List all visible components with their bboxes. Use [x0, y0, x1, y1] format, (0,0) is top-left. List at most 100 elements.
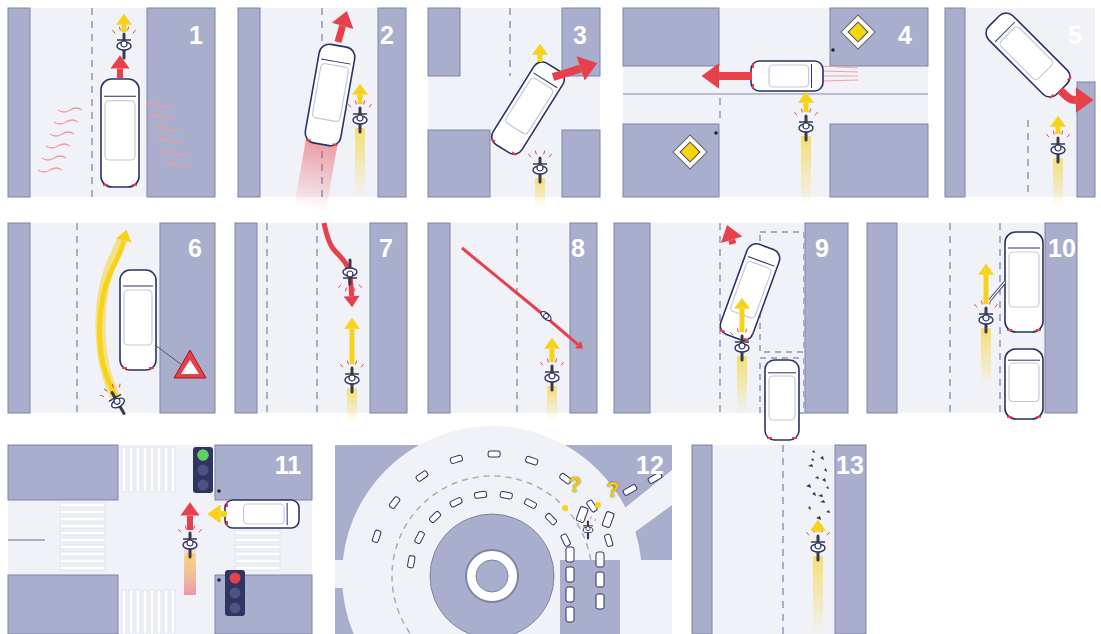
vibration-mark — [150, 115, 174, 119]
lane-line — [516, 223, 518, 413]
motion-line — [822, 71, 858, 72]
motion-arrow — [1056, 127, 1061, 134]
arrow-head — [978, 264, 994, 275]
arrow-head — [1050, 116, 1066, 127]
signal-lamp — [198, 450, 209, 461]
crosswalk-stripe — [136, 447, 140, 492]
alert-ray — [737, 329, 738, 333]
pedestrian — [539, 310, 552, 322]
alert-ray — [128, 27, 129, 31]
motion-arrow — [1060, 90, 1076, 100]
small-car — [415, 470, 428, 482]
tail-light — [720, 329, 725, 333]
alert-ray — [580, 519, 582, 521]
rider-head — [349, 375, 355, 381]
windscreen — [1008, 360, 1040, 361]
alert-ray — [974, 304, 977, 307]
panel-number: 2 — [380, 23, 394, 48]
small-car — [596, 552, 604, 567]
panel-number: 1 — [189, 23, 203, 48]
small-car — [500, 491, 513, 499]
vibration-mark — [42, 156, 66, 160]
car-roof — [1009, 363, 1039, 402]
car — [1005, 349, 1043, 419]
panel-number: 4 — [898, 23, 912, 48]
question-mark: ? — [568, 474, 581, 496]
arrow-head — [344, 296, 360, 307]
alert-ray — [338, 285, 341, 288]
crosswalk-stripe — [60, 538, 105, 542]
signal-lamp — [230, 573, 241, 584]
crosswalk-stripe — [235, 545, 280, 549]
motion-arrow — [719, 72, 752, 80]
panel — [8, 223, 215, 419]
debris — [806, 484, 811, 488]
lane-line — [91, 8, 93, 197]
signal-lamp — [198, 450, 209, 461]
kerb-block — [830, 124, 928, 197]
rider-body — [583, 527, 593, 533]
crosswalk-stripe — [171, 590, 175, 634]
kerb-block — [623, 124, 719, 197]
motion-arrow — [358, 95, 363, 104]
cyclist-trail — [801, 136, 811, 206]
car-body — [225, 500, 299, 528]
motion-arrow — [538, 55, 543, 62]
alert-ray — [356, 361, 357, 365]
crosswalk-stripe — [143, 447, 147, 492]
leader-line — [155, 345, 182, 365]
tail-light — [1007, 416, 1012, 418]
panel — [335, 426, 672, 634]
tail-light — [149, 367, 154, 369]
vibration-mark — [166, 163, 190, 167]
car-body — [718, 241, 783, 343]
alert-ray — [806, 532, 809, 535]
small-car — [604, 534, 613, 547]
arrow-head — [180, 502, 199, 515]
alert-ray — [361, 364, 364, 367]
panel-number: 10 — [1048, 236, 1076, 261]
cyclist — [528, 151, 551, 208]
kerb-block — [8, 8, 30, 197]
road — [623, 8, 928, 197]
small-car — [576, 506, 589, 523]
alert-ray — [556, 359, 557, 363]
debris — [820, 500, 825, 503]
windscreen — [811, 64, 812, 88]
lane-line — [76, 223, 78, 413]
crosswalk-stripe — [164, 447, 168, 492]
crosswalk-stripe — [129, 590, 133, 634]
crosswalk-stripe — [150, 590, 154, 634]
motion-arrow — [338, 26, 343, 42]
alert-ray — [369, 104, 372, 107]
warning-triangle — [174, 350, 206, 378]
kerb-block — [830, 8, 928, 66]
car-body — [765, 360, 799, 440]
panel — [8, 445, 312, 634]
windscreen — [768, 372, 796, 373]
kerb-block — [378, 8, 406, 197]
pedestrian-head — [544, 314, 549, 319]
arrow-head — [721, 225, 742, 243]
tail-light — [792, 437, 797, 439]
car-roof — [998, 25, 1054, 81]
arrow-head — [532, 44, 548, 55]
small-car — [389, 496, 401, 509]
crosswalk-stripe — [157, 590, 161, 634]
priority-sign-core — [680, 142, 700, 162]
road — [428, 8, 600, 197]
car — [765, 360, 799, 440]
panel — [428, 8, 600, 208]
tail-light — [752, 63, 754, 68]
rider-body — [533, 166, 547, 174]
panel-number: 13 — [836, 453, 864, 478]
rider-body — [183, 541, 197, 549]
crosswalk-stripe — [150, 447, 154, 492]
crosswalk-stripe — [235, 531, 280, 535]
panel-number: 9 — [815, 236, 829, 261]
debris — [822, 478, 826, 482]
traffic-light — [225, 570, 245, 616]
panel-number: 5 — [1068, 23, 1082, 48]
motion-arrow — [324, 223, 352, 296]
vibration-mark — [146, 103, 170, 107]
